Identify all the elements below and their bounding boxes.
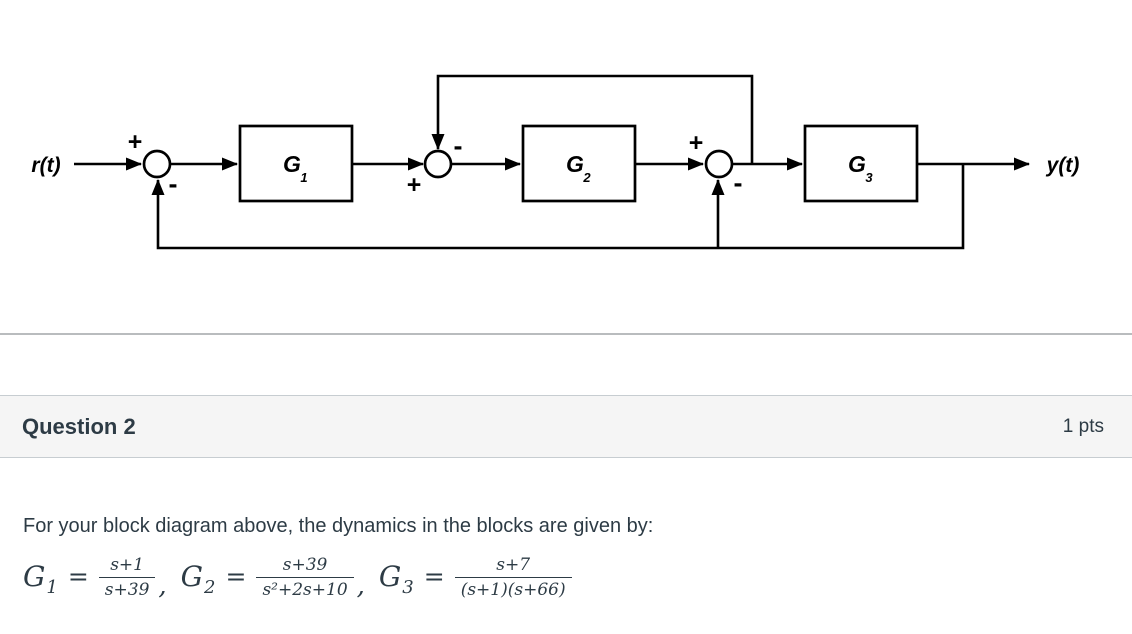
question-header-bar: Question 2 1 pts <box>0 395 1132 458</box>
block-g3 <box>803 124 919 203</box>
output-signal-label: y(t) <box>1046 154 1080 177</box>
sum-junction-1 <box>142 149 172 179</box>
question-points-badge: 1 pts <box>1062 415 1104 437</box>
equation-g2: G2 = s+39 s²+2s+10 , <box>180 553 379 601</box>
feedback-bottom-line <box>151 164 965 250</box>
sum-junction-3 <box>704 149 734 179</box>
equation-g1: G1 = s+1 s+39 , <box>23 553 181 601</box>
g2-symbol: G <box>180 560 204 594</box>
g2-denominator: s²+2s+10 <box>256 577 354 601</box>
block-g1-label: G <box>283 151 301 177</box>
question-title: Question 2 <box>22 413 136 439</box>
g1-denominator: s+39 <box>98 577 156 601</box>
g1-fraction: s+1 s+39 <box>98 554 156 601</box>
g2-comma: , <box>356 570 365 601</box>
g1-equals: = <box>67 562 89 592</box>
g1-subscript: 1 <box>46 576 58 598</box>
g1-symbol: G <box>23 560 46 594</box>
g2-equals: = <box>225 562 247 592</box>
block-diagram-svg: G 1 G 2 G 3 r(t) y(t) + - + - + - <box>31 74 1080 250</box>
input-signal-label: r(t) <box>31 154 60 177</box>
block-g1-subscript: 1 <box>300 170 307 185</box>
equation-g3: G3 = s+7 (s+1)(s+66) <box>379 553 572 600</box>
sum1-minus-sign: - <box>169 169 178 199</box>
sum1-plus-sign: + <box>128 128 143 156</box>
sum2-minus-sign: - <box>454 131 463 161</box>
g3-numerator: s+7 <box>496 555 531 575</box>
g3-equals: = <box>423 562 445 592</box>
sum-junction-2 <box>423 149 453 179</box>
g2-subscript: 2 <box>204 576 216 598</box>
g1-numerator: s+1 <box>110 555 144 575</box>
g1-comma: , <box>158 570 167 601</box>
block-g2-subscript: 2 <box>582 170 591 185</box>
block-diagram-panel: G 1 G 2 G 3 r(t) y(t) + - + - + - <box>0 74 1132 335</box>
question-text: For your block diagram above, the dynami… <box>23 515 654 537</box>
sum3-minus-sign: - <box>734 168 743 198</box>
g3-subscript: 3 <box>402 576 414 598</box>
g3-denominator: (s+1)(s+66) <box>454 577 572 601</box>
transfer-function-equations: G1 = s+1 s+39 , G2 = s+39 s²+2s+10 , G3 … <box>23 553 1110 601</box>
block-g1 <box>238 124 354 203</box>
sum2-plus-sign: + <box>407 171 422 199</box>
g3-fraction: s+7 (s+1)(s+66) <box>454 554 572 601</box>
g2-fraction: s+39 s²+2s+10 <box>256 554 354 601</box>
block-g2-label: G <box>566 151 584 177</box>
g3-symbol: G <box>378 560 402 594</box>
g2-numerator: s+39 <box>282 555 328 575</box>
sum3-plus-sign: + <box>689 129 704 157</box>
block-g3-label: G <box>848 151 866 177</box>
block-g3-subscript: 3 <box>865 170 873 185</box>
question-body: For your block diagram above, the dynami… <box>0 458 1132 601</box>
block-g2 <box>521 124 637 203</box>
feedback-top-line <box>431 74 754 164</box>
